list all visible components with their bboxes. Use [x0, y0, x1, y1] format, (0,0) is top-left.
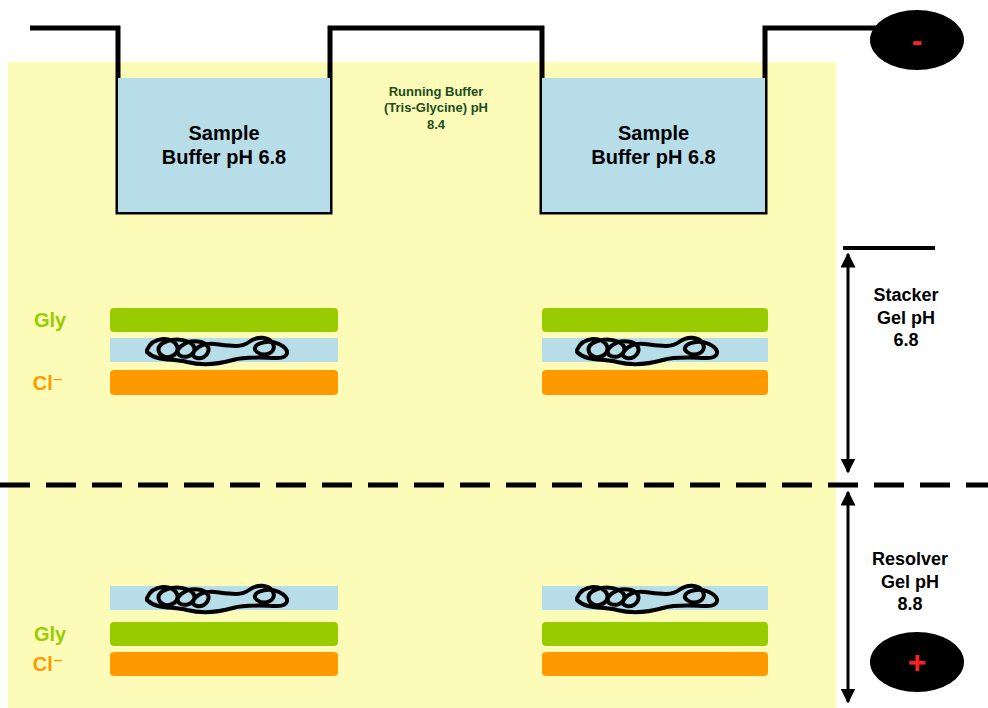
- sample-well: Sample Buffer pH 6.8: [118, 78, 330, 212]
- glycine-band: [542, 622, 768, 646]
- resolver-span-arrow: [847, 492, 850, 702]
- node-text: -: [912, 21, 923, 59]
- protein-squiggle: [147, 586, 287, 612]
- chloride-band: [542, 370, 768, 395]
- well-fill: [542, 78, 765, 212]
- glycine-band: [110, 308, 338, 332]
- chloride-band: [110, 370, 338, 395]
- gel-boundary: [0, 483, 988, 488]
- protein-squiggle: [577, 586, 717, 612]
- ion-label: Gly: [34, 622, 66, 647]
- chloride-band: [542, 652, 768, 676]
- node-text: Sample Buffer pH 6.8: [159, 121, 289, 169]
- protein-band: [110, 586, 338, 610]
- glycine-band: [542, 308, 768, 332]
- protein-squiggle: [147, 338, 287, 364]
- anode: +: [870, 632, 964, 692]
- protein-squiggle: [577, 338, 717, 364]
- node-text: Sample Buffer pH 6.8: [589, 121, 719, 169]
- cathode: -: [870, 10, 964, 70]
- gel-label: Stacker Gel pH 6.8: [865, 284, 947, 352]
- gel-top-line: [843, 246, 935, 250]
- node-text: +: [908, 643, 927, 681]
- ion-label: Cl⁻: [33, 652, 64, 677]
- chloride-band: [110, 652, 338, 676]
- well-fill: [118, 78, 330, 212]
- buffer-label: Running Buffer (Tris-Glycine) pH 8.4: [378, 84, 494, 133]
- ion-label: Gly: [34, 308, 66, 333]
- sample-well: Sample Buffer pH 6.8: [542, 78, 765, 212]
- glycine-band: [110, 622, 338, 646]
- ion-label: Cl⁻: [33, 371, 64, 396]
- protein-band: [110, 338, 338, 362]
- well-outline: [30, 28, 880, 212]
- gel-label: Resolver Gel pH 8.8: [867, 548, 953, 616]
- stacker-span-arrow: [847, 254, 850, 472]
- gel-background: [8, 62, 836, 708]
